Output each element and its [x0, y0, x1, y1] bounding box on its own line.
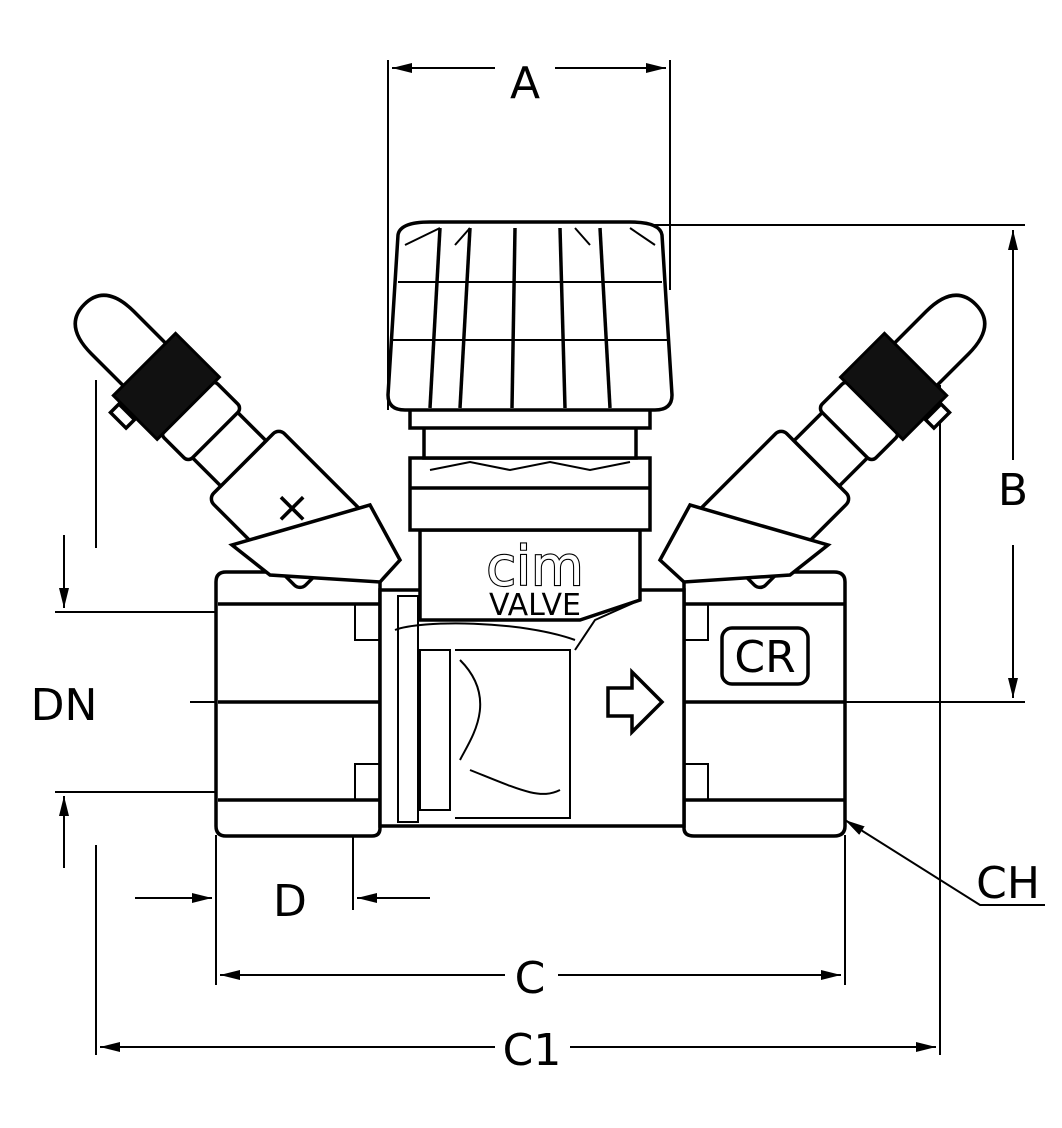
bonnet — [408, 404, 652, 532]
right-port-shoulder — [657, 502, 832, 584]
flow-direction-arrow-icon — [606, 667, 665, 737]
handwheel-knob[interactable] — [386, 220, 674, 412]
left-port-shoulder — [228, 502, 403, 584]
dimension-lines — [55, 60, 1045, 1055]
cr-mark: CR — [720, 626, 810, 686]
valve-body — [214, 528, 847, 838]
dimension-label-dn: DN — [31, 680, 98, 731]
dimension-label-b: B — [998, 465, 1028, 516]
dimension-label-c1: C1 — [503, 1025, 562, 1076]
svg-text:CR: CR — [734, 632, 795, 683]
brand-logo: cim — [486, 535, 583, 598]
brand-logo-subtext: VALVE — [489, 588, 581, 623]
dimension-label-ch: CH — [976, 858, 1040, 909]
dimension-label-a: A — [510, 58, 540, 109]
dimension-label-d: D — [273, 876, 307, 927]
dimension-label-c: C — [515, 953, 546, 1004]
